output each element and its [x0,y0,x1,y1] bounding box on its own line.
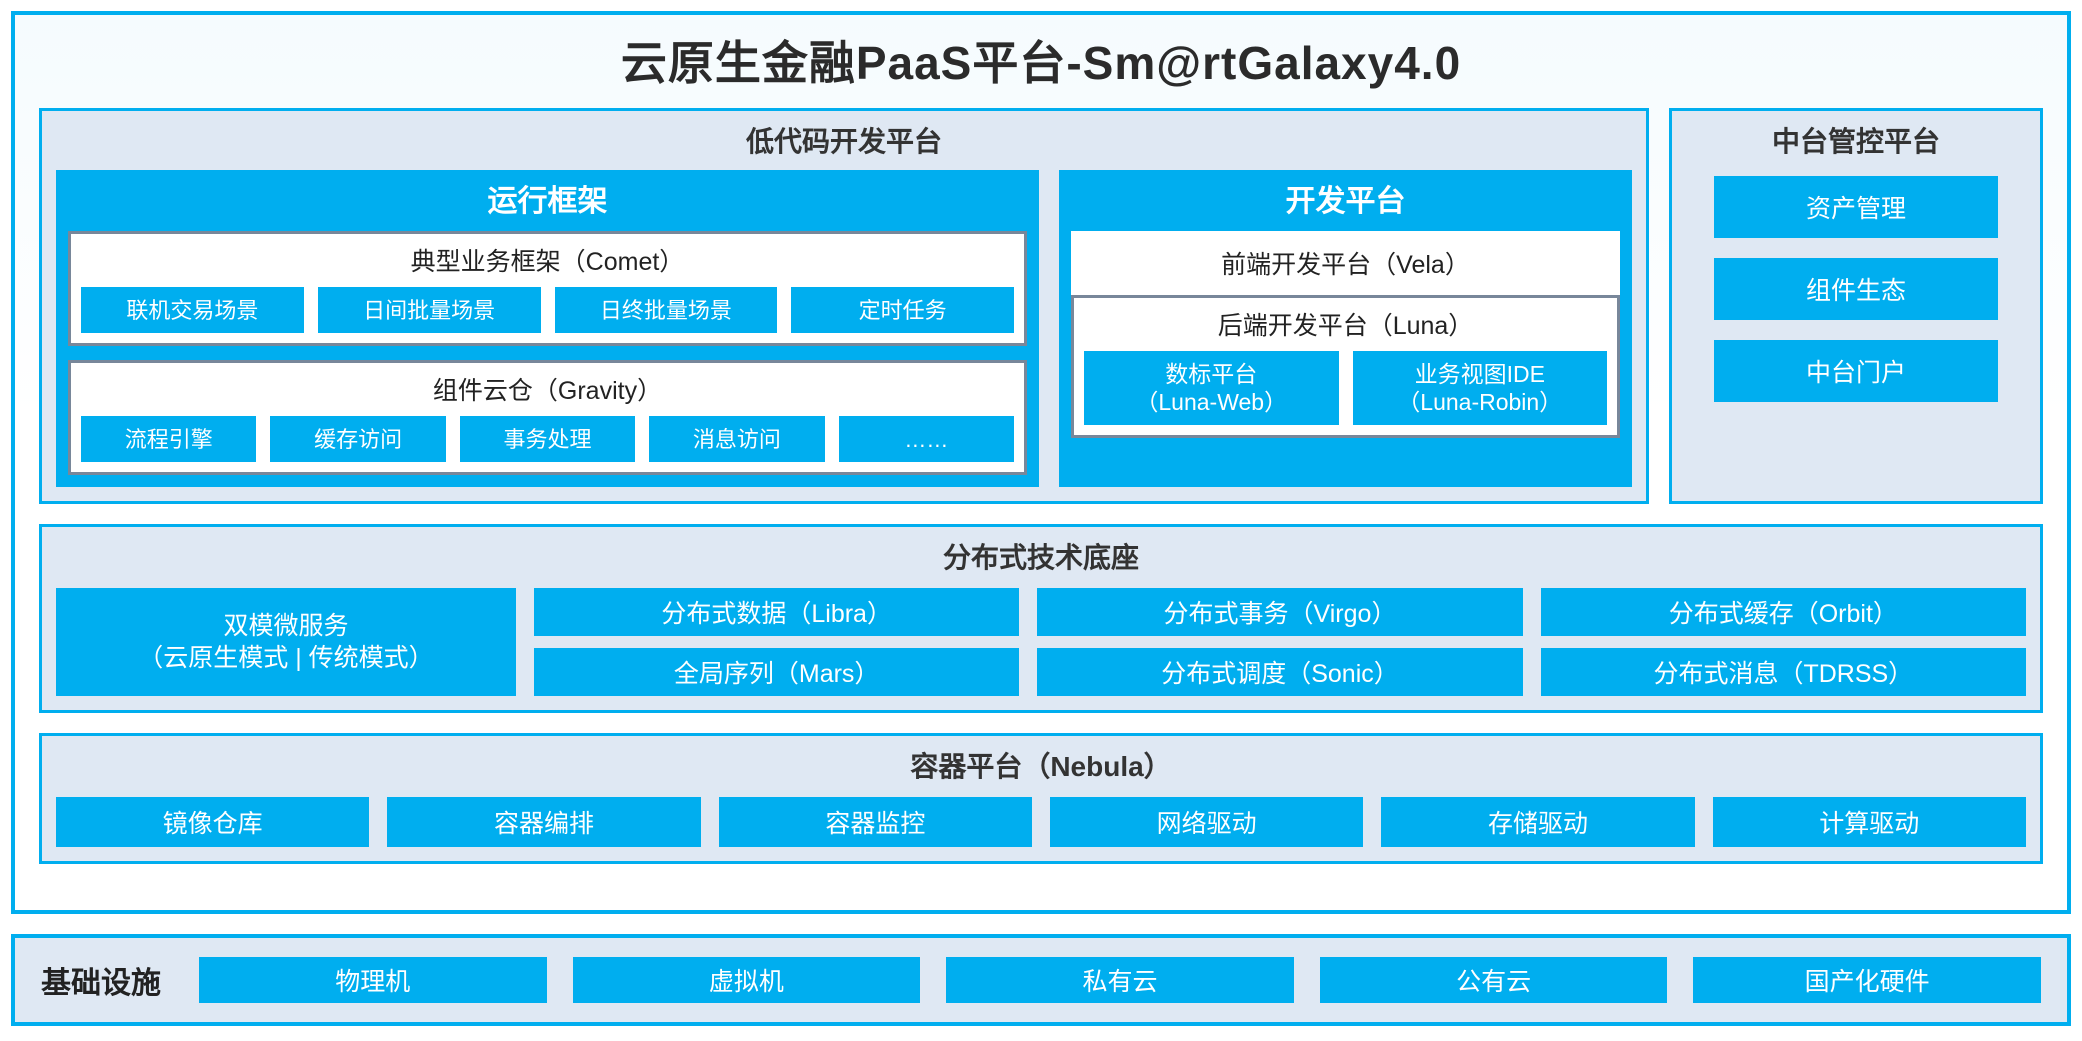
mgmt-platform-title: 中台管控平台 [1771,126,1940,157]
dist-cell-tdrss[interactable]: 分布式消息（TDRSS） [1540,648,2026,697]
infra-item-virtual-machine[interactable]: 虚拟机 [572,957,921,1003]
dist-cell-virgo[interactable]: 分布式事务（Virgo） [1037,588,1523,637]
luna-robin-code: （Luna-Robin） [1397,389,1563,416]
gravity-chip[interactable]: 缓存访问 [270,416,446,463]
comet-chip[interactable]: 联机交易场景 [81,287,304,334]
dist-cell-orbit[interactable]: 分布式缓存（Orbit） [1540,588,2026,637]
infra-item-domestic-hardware[interactable]: 国产化硬件 [1693,957,2041,1003]
dual-mode-microservice-box[interactable]: 双模微服务 （云原生模式 | 传统模式） [56,588,516,697]
infra-item-public-cloud[interactable]: 公有云 [1319,957,1668,1003]
gravity-chip-ellipsis[interactable]: …… [838,416,1015,463]
luna-robin-name: 业务视图IDE [1414,361,1545,388]
distributed-foundation-panel: 分布式技术底座 双模微服务 （云原生模式 | 传统模式） 分布式数据（Libra… [39,524,2043,714]
gravity-chip[interactable]: 流程引擎 [81,416,257,463]
dist-cell-sonic[interactable]: 分布式调度（Sonic） [1037,648,1523,697]
top-row: 低代码开发平台 运行框架 典型业务框架（Comet） 联机交易场景 日间批量场景… [39,108,2043,505]
infra-item-private-cloud[interactable]: 私有云 [946,957,1294,1003]
container-cell-network-driver[interactable]: 网络驱动 [1049,796,1364,847]
container-cell-storage-driver[interactable]: 存储驱动 [1381,796,1695,847]
luna-web-chip[interactable]: 数标平台 （Luna-Web） [1084,351,1339,426]
gravity-group: 组件云仓（Gravity） 流程引擎 缓存访问 事务处理 消息访问 …… [68,360,1027,476]
lowcode-platform-panel: 低代码开发平台 运行框架 典型业务框架（Comet） 联机交易场景 日间批量场景… [39,108,1649,505]
frontend-platform-vela[interactable]: 前端开发平台（Vela） [1071,231,1620,296]
infra-item-physical-machine[interactable]: 物理机 [199,957,547,1003]
container-cell-monitoring[interactable]: 容器监控 [718,796,1032,847]
luna-web-code: （Luna-Web） [1135,389,1288,416]
mgmt-item-list: 资产管理 组件生态 中台门户 [1686,170,2026,402]
comet-chip[interactable]: 日终批量场景 [554,287,778,334]
gravity-chip[interactable]: 消息访问 [649,416,825,463]
dist-cell-libra[interactable]: 分布式数据（Libra） [534,588,1020,637]
container-platform-title: 容器平台（Nebula） [910,751,1172,783]
dist-cell-mars[interactable]: 全局序列（Mars） [534,648,1020,697]
luna-web-name: 数标平台 [1165,361,1258,388]
backend-platform-title: 后端开发平台（Luna） [1217,312,1474,341]
runtime-framework-block: 运行框架 典型业务框架（Comet） 联机交易场景 日间批量场景 日终批量场景 … [56,169,1039,488]
gravity-chip-row: 流程引擎 缓存访问 事务处理 消息访问 …… [81,416,1015,463]
luna-robin-chip[interactable]: 业务视图IDE （Luna-Robin） [1352,351,1607,426]
comet-title: 典型业务框架（Comet） [410,248,685,277]
platform-outer-card: 云原生金融PaaS平台-Sm@rtGalaxy4.0 低代码开发平台 运行框架 … [11,11,2071,914]
development-platform-block: 开发平台 前端开发平台（Vela） 后端开发平台（Luna） 数标平台 （Lun… [1059,169,1632,488]
infrastructure-card: 基础设施 物理机 虚拟机 私有云 公有云 国产化硬件 [11,934,2071,1026]
mgmt-item-component-eco[interactable]: 组件生态 [1714,257,1998,320]
development-platform-title: 开发平台 [1285,184,1406,218]
mgmt-platform-panel: 中台管控平台 资产管理 组件生态 中台门户 [1669,108,2043,505]
backend-platform-luna-group: 后端开发平台（Luna） 数标平台 （Luna-Web） 业务视图IDE （Lu… [1071,295,1620,439]
distributed-body: 双模微服务 （云原生模式 | 传统模式） 分布式数据（Libra） 全局序列（M… [56,586,2026,697]
container-cell-image-registry[interactable]: 镜像仓库 [56,796,370,847]
gravity-title: 组件云仓（Gravity） [432,377,663,406]
container-cell-compute-driver[interactable]: 计算驱动 [1712,796,2026,847]
container-body: 镜像仓库 容器编排 容器监控 网络驱动 存储驱动 计算驱动 [56,795,2026,847]
runtime-framework-title: 运行框架 [487,184,608,218]
luna-chip-row: 数标平台 （Luna-Web） 业务视图IDE （Luna-Robin） [1084,351,1607,426]
lowcode-body: 运行框架 典型业务框架（Comet） 联机交易场景 日间批量场景 日终批量场景 … [56,169,1632,488]
comet-chip[interactable]: 日间批量场景 [317,287,541,334]
infrastructure-items: 物理机 虚拟机 私有云 公有云 国产化硬件 [199,957,2041,1003]
microservice-line1: 双模微服务 [223,611,349,640]
lowcode-platform-title: 低代码开发平台 [745,126,942,157]
microservice-line2: （云原生模式 | 传统模式） [138,644,434,673]
comet-chip-row: 联机交易场景 日间批量场景 日终批量场景 定时任务 [81,287,1014,334]
comet-group: 典型业务框架（Comet） 联机交易场景 日间批量场景 日终批量场景 定时任务 [68,231,1027,347]
microservice-column: 双模微服务 （云原生模式 | 传统模式） [56,588,516,697]
distributed-column-3: 分布式缓存（Orbit） 分布式消息（TDRSS） [1540,588,2026,697]
mgmt-item-portal[interactable]: 中台门户 [1714,339,1998,402]
page-title: 云原生金融PaaS平台-Sm@rtGalaxy4.0 [620,37,1462,89]
distributed-column-2: 分布式事务（Virgo） 分布式调度（Sonic） [1037,588,1523,697]
distributed-column-1: 分布式数据（Libra） 全局序列（Mars） [534,588,1020,697]
gravity-chip[interactable]: 事务处理 [459,416,636,463]
container-cell-orchestration[interactable]: 容器编排 [387,796,701,847]
mgmt-item-asset[interactable]: 资产管理 [1714,175,1998,238]
infrastructure-label: 基础设施 [41,967,161,1000]
distributed-foundation-title: 分布式技术底座 [942,542,1139,574]
container-platform-panel: 容器平台（Nebula） 镜像仓库 容器编排 容器监控 网络驱动 存储驱动 计算… [39,733,2043,864]
comet-chip[interactable]: 定时任务 [791,287,1014,334]
